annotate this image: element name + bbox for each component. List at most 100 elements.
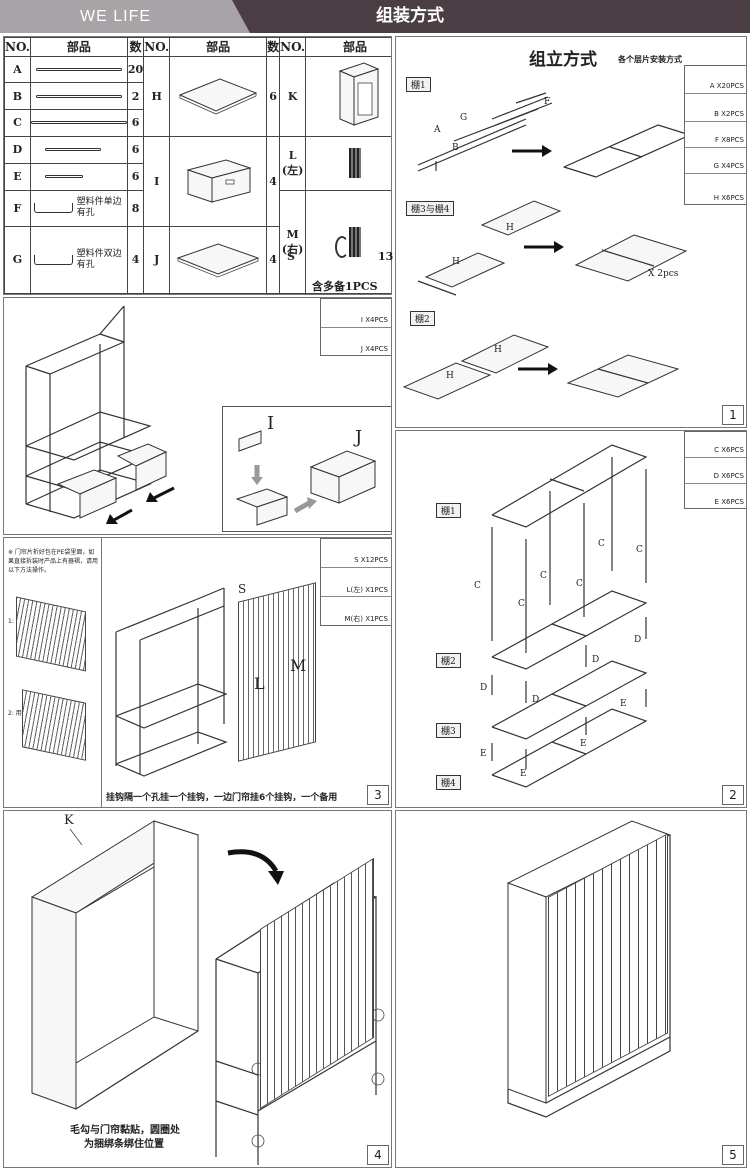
shelf-level-4 — [491, 708, 648, 788]
legend-d: D X6PCS — [685, 458, 746, 484]
step-number: 1 — [722, 405, 744, 425]
step-number: 4 — [367, 1145, 389, 1165]
part-qty-d: 6 — [126, 135, 145, 164]
label-e: E — [520, 769, 527, 779]
part-image-l — [305, 135, 391, 192]
label-d: D — [532, 695, 540, 705]
cover-label-k: K — [64, 813, 74, 828]
legend-c-text: C X6PCS — [714, 446, 744, 454]
part-no-d: D — [4, 135, 31, 164]
part-qty-s: 13 — [378, 250, 394, 263]
hook-icon — [335, 236, 349, 258]
legend-b-text: B X2PCS — [714, 110, 744, 118]
shelf-level-1 — [491, 444, 648, 528]
label-h: H — [506, 223, 514, 233]
inset-label-i: I — [267, 413, 275, 434]
wardrobe-drawers-diagram — [25, 305, 175, 524]
label-e: E — [580, 739, 587, 749]
step3-legend: S X12PCS L(左) X1PCS M(右) X1PCS — [320, 538, 391, 627]
part-image-c — [29, 109, 128, 137]
plastic-connector-double-icon — [33, 254, 73, 265]
label-d: D — [634, 635, 642, 645]
step-number: 3 — [367, 785, 389, 805]
part-image-f: 塑料件单边有孔 — [29, 190, 128, 227]
shelf1-assembled — [562, 124, 692, 178]
part-image-h — [169, 55, 268, 137]
part-qty-g: 4 — [126, 225, 145, 294]
label-f: F — [544, 97, 551, 107]
part-no-l: L(左) — [279, 135, 307, 192]
step-number: 5 — [722, 1145, 744, 1165]
step-number: 2 — [722, 785, 744, 805]
curtain-label-l: L — [254, 674, 265, 693]
part-no-b: B — [4, 82, 31, 110]
shelf2-assembled — [566, 354, 680, 398]
page-title: 组装方式 — [376, 6, 444, 26]
hook-label-s: S — [238, 582, 247, 596]
step1-diagram — [402, 92, 692, 400]
part-image-e — [29, 162, 128, 192]
cover-k-drawing — [30, 820, 200, 1110]
part-no-s: S — [287, 250, 295, 263]
legend-f-text: F X8PCS — [714, 136, 744, 144]
part-qty-e: 6 — [126, 162, 145, 192]
header-qty: 数 — [266, 37, 281, 57]
poles-e — [491, 689, 647, 769]
plastic-connector-single-icon — [33, 203, 73, 214]
shelf-level-2 — [491, 590, 648, 670]
header-no: NO. — [4, 37, 31, 57]
header-part: 部品 — [29, 37, 128, 57]
part-image-d — [29, 135, 128, 164]
legend-g: G X4PCS — [685, 148, 746, 174]
part-image-k — [305, 55, 391, 137]
label-h: H — [446, 371, 454, 381]
part-qty-b: 2 — [126, 82, 145, 110]
part-image-b — [29, 82, 128, 110]
drawer-boxes — [56, 443, 168, 519]
part-image-i — [169, 135, 268, 227]
part-no-a: A — [4, 55, 31, 84]
step4-caption-line2: 为捆绑条绑住位置 — [84, 1139, 164, 1150]
drawer-inset: I J — [222, 406, 391, 532]
label-a: A — [434, 125, 441, 135]
label-c: C — [598, 539, 605, 549]
label-c: C — [518, 599, 525, 609]
legend-m-text: M(右) X1PCS — [344, 615, 388, 623]
cover-icon — [338, 62, 380, 126]
part-desc-f: 塑料件单边有孔 — [76, 197, 122, 219]
legend-s: S X12PCS — [321, 539, 391, 568]
part-qty-c: 6 — [126, 109, 145, 137]
label-b: B — [452, 143, 459, 153]
part-no-c: C — [4, 109, 31, 137]
legend-d-text: D X6PCS — [713, 472, 744, 480]
part-image-a — [29, 55, 128, 84]
label-c: C — [540, 571, 547, 581]
label-c: C — [576, 579, 583, 589]
header-no: NO. — [279, 37, 307, 57]
part-note-s: 含多备1PCS — [312, 280, 378, 293]
shelf34-assembled — [574, 234, 688, 282]
header-part: 部品 — [169, 37, 268, 57]
wardrobe-frame — [25, 305, 152, 519]
shelf2-exploded — [402, 334, 550, 400]
part-no-f: F — [4, 190, 31, 227]
shelf-tag-1: 棚1 — [406, 77, 431, 92]
header-banner: WE LIFE 组装方式 — [0, 0, 750, 33]
legend-e: E X6PCS — [685, 484, 746, 510]
legend-m: M(右) X1PCS — [321, 597, 391, 627]
step1-panel: 组立方式 各个层片安装方式 棚1 棚3与棚4 棚2 — [395, 36, 747, 428]
shelf-level-3 — [491, 660, 648, 740]
step3-caption: 挂钩隔一个孔挂一个挂钩，一边门帘挂6个挂钩，一个备用 — [106, 793, 338, 803]
drawer-assembly-diagram — [235, 430, 377, 526]
part-no-k: K — [279, 55, 307, 137]
part-qty-h: 6 — [266, 55, 281, 137]
shelf-tag-1: 棚1 — [436, 503, 461, 518]
part-no-l-side: (左) — [281, 163, 304, 177]
part-qty-f: 8 — [126, 190, 145, 227]
step2-legend: C X6PCS D X6PCS E X6PCS — [684, 431, 746, 510]
drawers-legend: I X4PCS J X4PCS — [320, 298, 391, 357]
part-desc-g: 塑料件双边有孔 — [76, 248, 122, 270]
legend-s-text: S X12PCS — [354, 556, 388, 564]
legend-e-text: E X6PCS — [714, 498, 744, 506]
legend-j: J X4PCS — [321, 328, 391, 357]
